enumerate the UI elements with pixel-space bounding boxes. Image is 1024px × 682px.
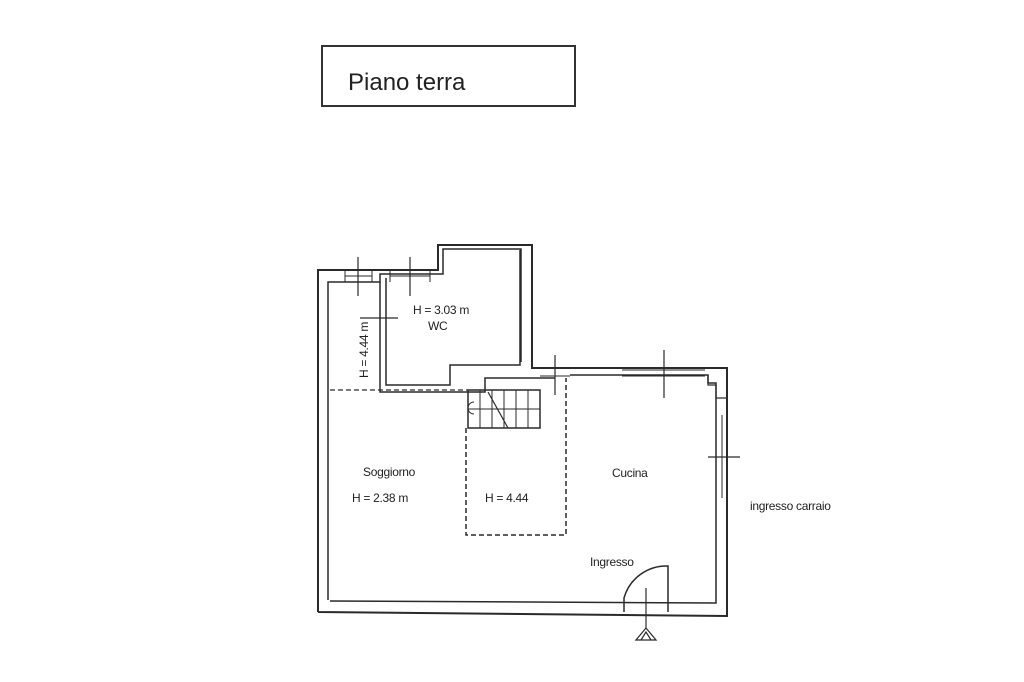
entrance-marker <box>634 627 658 641</box>
wc-name-label: WC <box>428 319 448 333</box>
soggiorno-height-label: H = 2.38 m <box>352 491 409 505</box>
wc-walls <box>385 250 521 386</box>
stair-area-height-label: H = 4.44 <box>485 491 529 505</box>
ingresso-carraio-label: ingresso carraio <box>750 499 831 513</box>
ingresso-label: Ingresso <box>590 555 634 569</box>
title-box: Piano terra <box>321 45 576 107</box>
inner-wall <box>327 248 522 600</box>
plan-title: Piano terra <box>348 69 466 96</box>
soggiorno-name-label: Soggiorno <box>363 465 416 479</box>
entrance-door <box>623 565 669 612</box>
cucina-name-label: Cucina <box>612 466 648 480</box>
wc-height-label: H = 3.03 m <box>413 303 470 317</box>
loft-height-label: H = 4.44 m <box>357 321 371 378</box>
